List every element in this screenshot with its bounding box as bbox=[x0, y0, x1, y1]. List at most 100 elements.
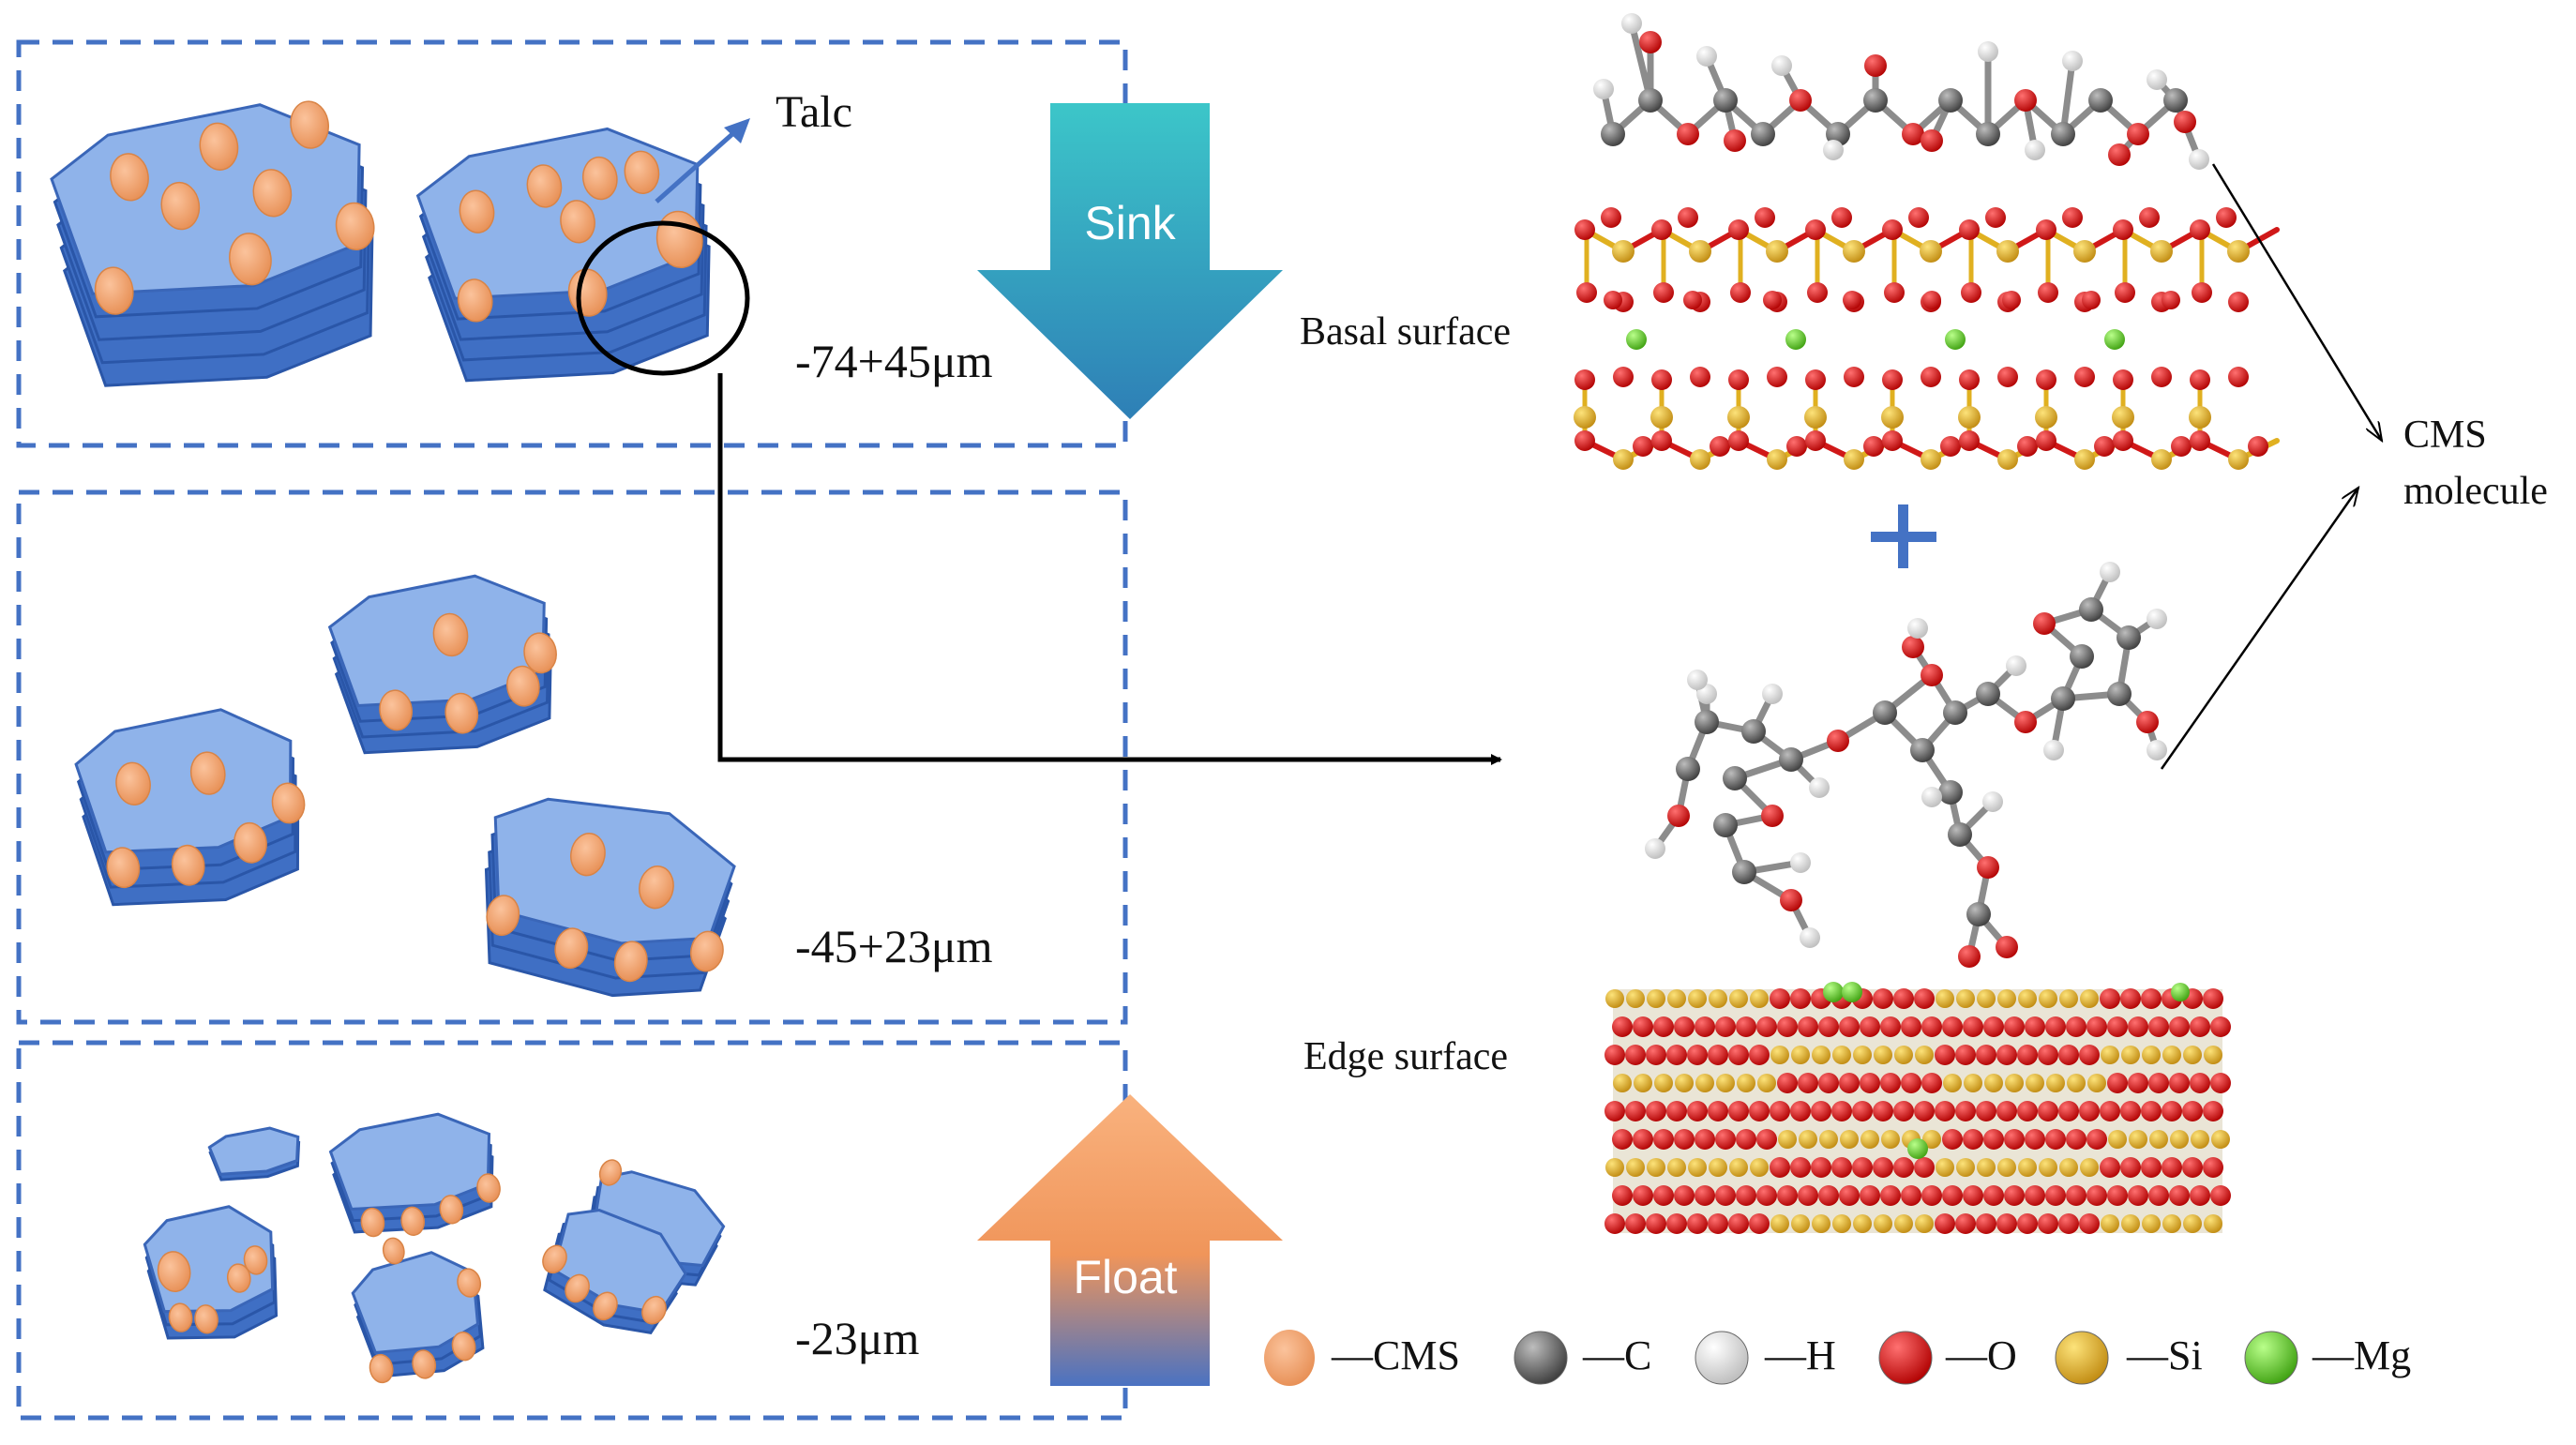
o-atom bbox=[1708, 1213, 1728, 1234]
si-atom bbox=[1853, 1214, 1872, 1233]
o-atom bbox=[1767, 367, 1787, 387]
float-arrow bbox=[977, 1094, 1283, 1386]
si-atom bbox=[1881, 406, 1904, 429]
o-atom bbox=[2148, 1016, 2169, 1037]
si-atom bbox=[2067, 1074, 2086, 1092]
o-atom bbox=[1908, 207, 1929, 228]
o-atom bbox=[2151, 367, 2172, 387]
o-atom bbox=[1683, 291, 1702, 309]
o-atom bbox=[2002, 291, 2021, 309]
cms-particle bbox=[689, 930, 724, 972]
si-atom bbox=[2151, 449, 2172, 470]
si-atom bbox=[1647, 1158, 1665, 1177]
o-atom bbox=[2038, 1101, 2058, 1121]
o-atom bbox=[1901, 1016, 1921, 1037]
panel-middle-border bbox=[16, 489, 1128, 1025]
o-atom bbox=[1612, 1185, 1633, 1206]
si-atom bbox=[1956, 989, 1975, 1008]
o-atom bbox=[2036, 430, 2056, 451]
o-atom bbox=[1818, 1016, 1839, 1037]
o-atom bbox=[1983, 1185, 2004, 1206]
h-atom bbox=[1800, 927, 1820, 948]
o-atom bbox=[2036, 219, 2056, 240]
o-atom bbox=[2171, 436, 2192, 457]
o-atom bbox=[2100, 1157, 2120, 1178]
o-atom bbox=[2120, 1101, 2141, 1121]
o-atom bbox=[1749, 1213, 1770, 1234]
o-atom bbox=[1955, 1101, 1976, 1121]
si-atom bbox=[1605, 1158, 1624, 1177]
cms-particle bbox=[360, 1207, 385, 1238]
cms-molecule-top bbox=[1593, 13, 2209, 170]
c-atom bbox=[2051, 686, 2075, 711]
cms-particle bbox=[369, 1353, 394, 1384]
o-atom bbox=[1959, 219, 1980, 240]
o-atom bbox=[2079, 1213, 2100, 1234]
o-atom bbox=[1882, 430, 1903, 451]
o-atom bbox=[1653, 1129, 1674, 1150]
o-atom bbox=[1728, 1101, 1749, 1121]
cms-particle bbox=[252, 169, 293, 218]
o-atom bbox=[1880, 1073, 1901, 1093]
o-atom bbox=[1873, 1157, 1893, 1178]
o-atom bbox=[1942, 1185, 1963, 1206]
cms-particle bbox=[506, 665, 540, 707]
si-atom bbox=[1667, 989, 1686, 1008]
si-atom bbox=[1729, 989, 1748, 1008]
si-atom bbox=[2039, 989, 2057, 1008]
o-atom bbox=[2074, 367, 2095, 387]
o-atom bbox=[1625, 1045, 1646, 1065]
si-atom bbox=[2170, 1130, 2189, 1149]
o-atom bbox=[1996, 1213, 2017, 1234]
mg-atom bbox=[1785, 329, 1806, 350]
o-atom bbox=[2169, 1185, 2190, 1206]
talc-top-face bbox=[328, 1112, 491, 1212]
cms-molecule-label-line2: molecule bbox=[2403, 470, 2548, 513]
edge-molecule-pointer bbox=[2160, 488, 2358, 770]
cms-particle bbox=[382, 1237, 405, 1265]
h-atom bbox=[2025, 140, 2045, 160]
cms-particle bbox=[233, 821, 267, 864]
o-atom bbox=[1805, 219, 1826, 240]
o-atom bbox=[2025, 1129, 2045, 1150]
cms-particle bbox=[542, 1244, 567, 1274]
cms-particle bbox=[229, 233, 272, 286]
o-atom bbox=[1914, 988, 1935, 1009]
o-atom bbox=[1959, 430, 1980, 451]
o-atom bbox=[1715, 1129, 1736, 1150]
o-atom bbox=[1770, 1101, 1790, 1121]
cms-particle bbox=[624, 150, 660, 194]
si-atom bbox=[2018, 989, 2037, 1008]
o-atom bbox=[1786, 436, 1807, 457]
plus-sign-v bbox=[1898, 504, 1908, 568]
si-atom bbox=[1634, 1074, 1652, 1092]
cms-particle bbox=[226, 1263, 251, 1293]
o-atom bbox=[1695, 1185, 1715, 1206]
cms-particle bbox=[171, 844, 205, 886]
si-atom bbox=[1943, 1074, 1962, 1092]
si-atom bbox=[2227, 240, 2250, 263]
si-atom bbox=[2142, 1214, 2161, 1233]
o-atom bbox=[2014, 711, 2037, 733]
o-atom bbox=[2086, 1129, 2107, 1150]
si-atom bbox=[1874, 1046, 1892, 1064]
si-atom bbox=[1613, 1074, 1632, 1092]
h-atom bbox=[1696, 46, 1717, 67]
si-atom bbox=[2191, 1130, 2209, 1149]
basal-molecule-pointer bbox=[2211, 163, 2382, 441]
o-atom bbox=[1646, 1101, 1666, 1121]
o-atom bbox=[2190, 1016, 2210, 1037]
o-atom bbox=[1996, 936, 2018, 958]
o-atom bbox=[1935, 1045, 1955, 1065]
o-atom bbox=[1844, 367, 1864, 387]
cms-particle bbox=[94, 266, 134, 315]
c-atom bbox=[1976, 122, 2000, 146]
o-atom bbox=[1985, 207, 2006, 228]
si-atom bbox=[1605, 989, 1624, 1008]
o-atom bbox=[1708, 1045, 1728, 1065]
o-atom bbox=[2190, 430, 2210, 451]
talc-stack-1 bbox=[50, 100, 375, 387]
o-atom bbox=[2100, 988, 2120, 1009]
o-atom bbox=[2228, 367, 2249, 387]
talc-flake-3 bbox=[143, 1205, 279, 1340]
